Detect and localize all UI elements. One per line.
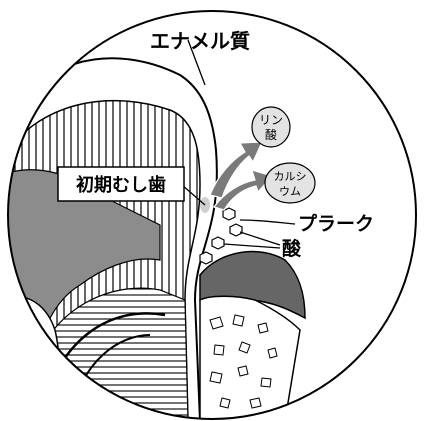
acid-leader-1 xyxy=(239,231,281,246)
calcium-label-2: ウム xyxy=(279,185,301,198)
phosphoric-acid-bubble xyxy=(251,106,291,148)
phosphoric-acid-label-1: リン xyxy=(259,113,283,127)
arrow-upper xyxy=(209,141,263,199)
enamel-leader xyxy=(187,39,206,86)
calcium-bubble xyxy=(264,162,316,204)
early-caries-box xyxy=(57,166,185,202)
enamel-label: エナメル質 xyxy=(150,29,250,53)
plaque-label: プラーク xyxy=(298,212,374,235)
bone-right xyxy=(199,295,301,419)
acid-leader-2 xyxy=(223,243,281,249)
plaque-area xyxy=(199,207,243,265)
early-caries-label: 初期むし歯 xyxy=(76,174,166,196)
magnifier-circle xyxy=(7,10,417,420)
phosphoric-acid-label-2: 酸 xyxy=(265,127,277,142)
acid-label: 酸 xyxy=(282,237,302,260)
calcium-label-1: カルシ xyxy=(274,170,307,183)
caries-leader xyxy=(181,184,206,206)
plaque-leader xyxy=(239,219,296,225)
